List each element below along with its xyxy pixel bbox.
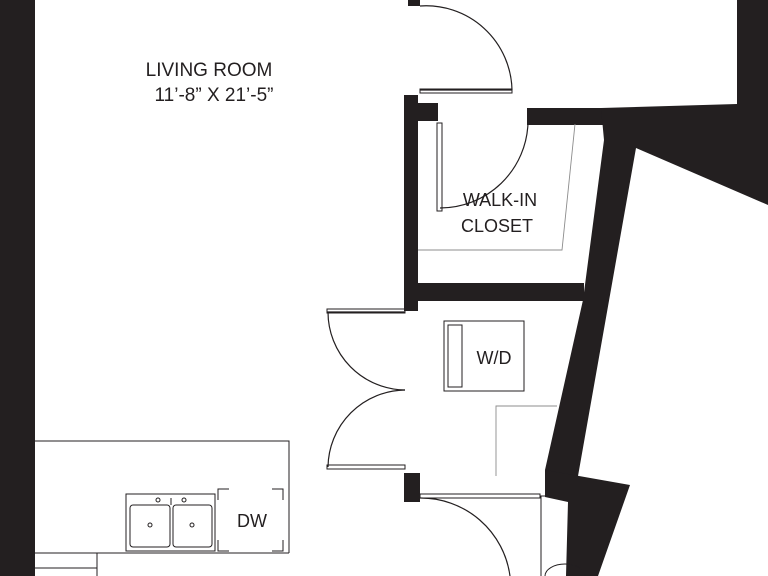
bath-door-swing (419, 497, 511, 576)
living-room-name: LIVING ROOM (146, 60, 273, 81)
closet-shelving (418, 123, 576, 251)
closet-door-leaf (436, 122, 443, 212)
door-swings (326, 5, 541, 576)
dishwasher (217, 488, 284, 552)
washer-dryer-box (443, 320, 525, 392)
laundry-helper-lines (495, 405, 557, 476)
washer-dryer (443, 320, 525, 392)
closet-left-wall (404, 95, 418, 311)
labels: LIVING ROOM 11’-8” X 21’-5” WALK-IN CLOS… (146, 60, 538, 531)
laundry-door-lower-swing (327, 389, 406, 468)
left-exterior-wall (0, 0, 35, 576)
toilet-icon (544, 563, 586, 576)
laundry-door-upper-swing (327, 311, 406, 391)
closet-label-line1: WALK-IN (463, 190, 537, 210)
washer-dryer-label: W/D (477, 348, 512, 368)
kitchen-counter (35, 440, 290, 576)
diagonal-wall (545, 104, 768, 493)
dishwasher-label: DW (237, 511, 267, 531)
bathroom-fixtures (540, 495, 586, 576)
top-wall-stub (408, 0, 420, 6)
laundry-lower-wall (404, 473, 420, 502)
closet-left-wall-cap (404, 103, 438, 121)
double-sink-icon (125, 493, 216, 552)
bottom-right-wall (545, 470, 630, 576)
entry-door-swing (419, 5, 513, 91)
closet-door-swing (439, 122, 529, 209)
closet-bottom-wall (404, 283, 584, 301)
top-right-exterior-wall (737, 0, 768, 104)
closet-top-wall (527, 108, 607, 125)
closet-label-line2: CLOSET (461, 216, 533, 236)
living-room-dimensions: 11’-8” X 21’-5” (155, 85, 274, 106)
